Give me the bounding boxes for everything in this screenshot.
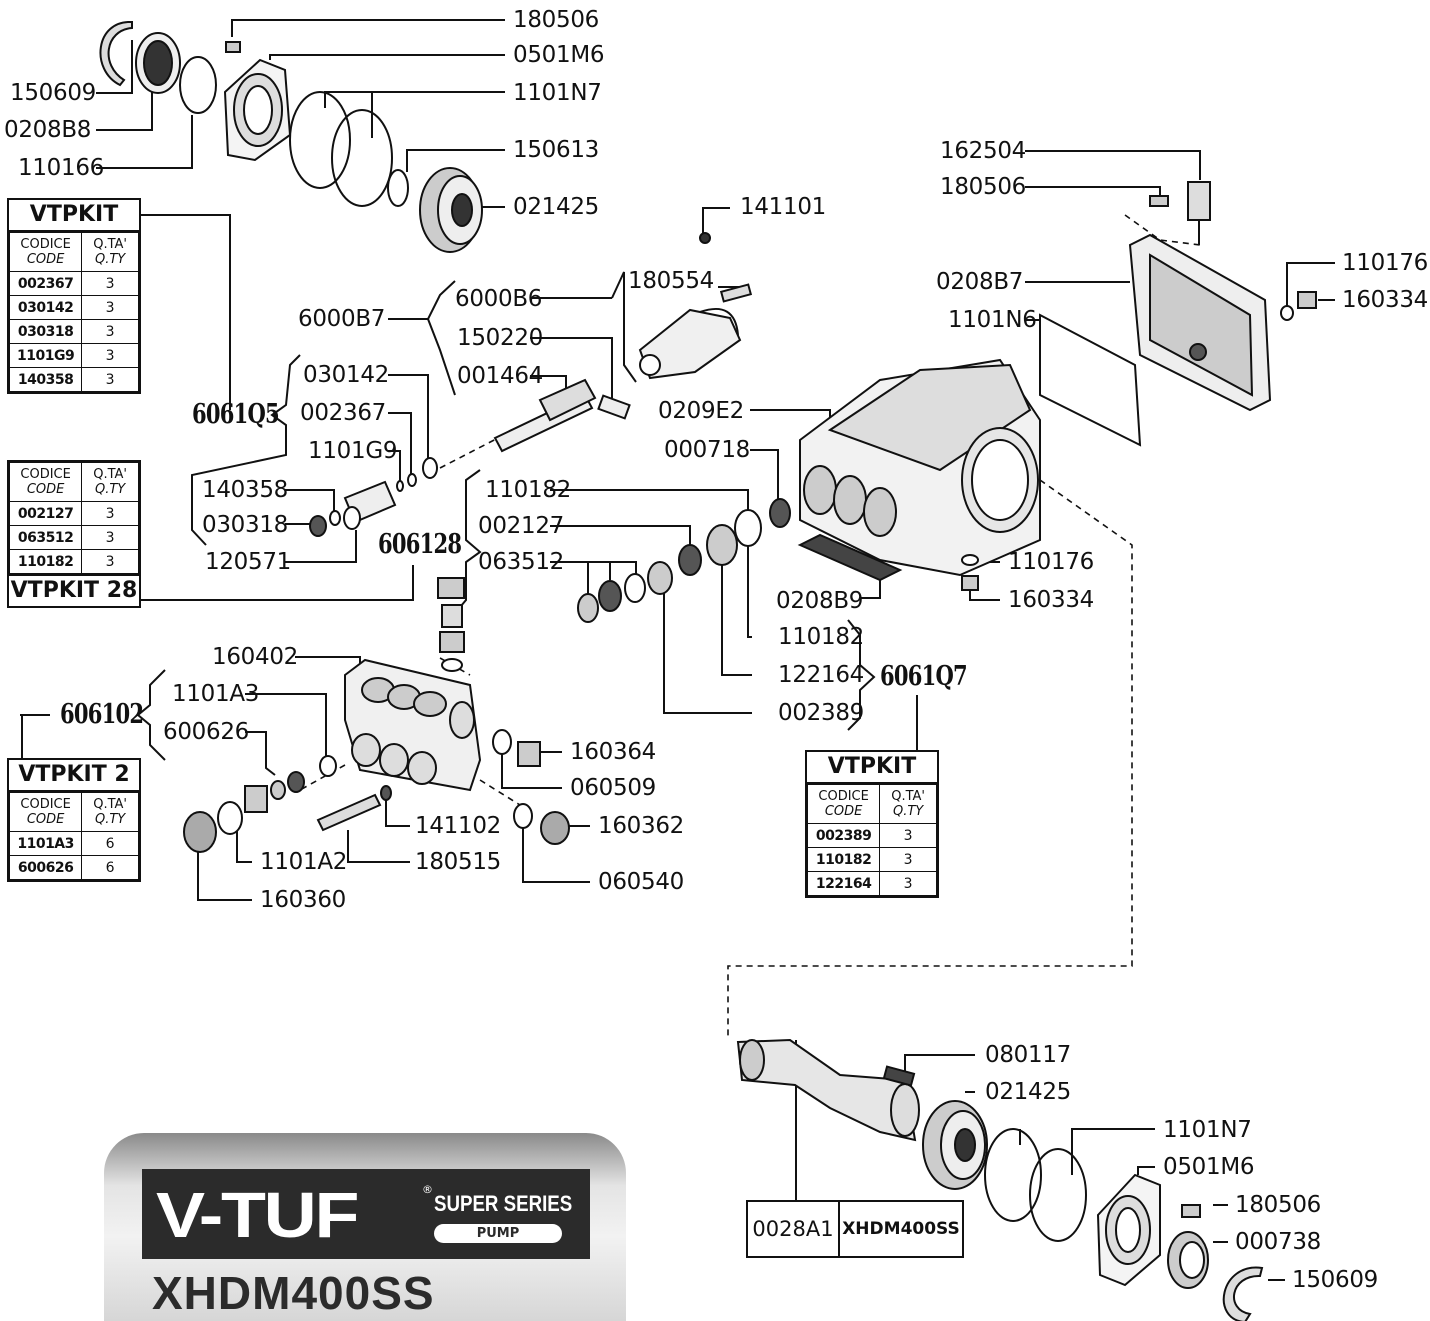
kit-header-qty: Q.TA'Q.TY xyxy=(81,462,139,502)
logo-series-text: SUPER SERIES xyxy=(434,1191,573,1216)
logo-brand-text: V-TUF xyxy=(156,1179,359,1251)
part-label: 180554 xyxy=(628,268,714,294)
part-label: 180506 xyxy=(1235,1192,1321,1218)
part-label: 180515 xyxy=(415,849,501,875)
group-label: 6061Q7 xyxy=(880,661,968,692)
part-label: 063512 xyxy=(478,549,564,575)
part-label: 1101N7 xyxy=(513,80,602,106)
registered-mark: ® xyxy=(422,1183,433,1196)
part-label: 150613 xyxy=(513,137,599,163)
part-label: 110182 xyxy=(778,624,864,650)
part-label: 150609 xyxy=(10,80,96,106)
part-label: 110176 xyxy=(1008,549,1094,575)
part-label: 122164 xyxy=(778,662,864,688)
part-label: 160364 xyxy=(570,739,656,765)
part-label: 160360 xyxy=(260,887,346,913)
part-label: 001464 xyxy=(457,363,543,389)
part-label: 1101N6 xyxy=(948,307,1037,333)
kit-title: VTPKIT 28 xyxy=(9,574,139,606)
part-label: 1101G9 xyxy=(308,438,398,464)
part-label: 140358 xyxy=(202,477,288,503)
part-label: 160362 xyxy=(598,813,684,839)
part-label: 002367 xyxy=(300,400,386,426)
part-label: 000718 xyxy=(664,437,750,463)
part-label: 600626 xyxy=(163,719,249,745)
part-label: 002127 xyxy=(478,513,564,539)
group-label: 606102 xyxy=(60,699,144,730)
part-label: 180506 xyxy=(513,7,599,33)
part-label: 002389 xyxy=(778,700,864,726)
crankshaft-model: XHDM400SS xyxy=(842,1219,960,1239)
brand-logo: V-TUF ® SUPER SERIES PUMP XHDM400SS xyxy=(104,1133,626,1321)
part-label: 141102 xyxy=(415,813,501,839)
part-label: 021425 xyxy=(985,1079,1071,1105)
group-label: 606128 xyxy=(378,529,462,560)
part-label: 110166 xyxy=(18,155,104,181)
part-label: 160334 xyxy=(1342,287,1428,313)
part-label: 6000B7 xyxy=(298,306,386,332)
part-label: 030142 xyxy=(303,362,389,388)
part-label: 180506 xyxy=(940,174,1026,200)
part-label: 1101N7 xyxy=(1163,1117,1252,1143)
part-label: 0208B8 xyxy=(4,117,92,143)
part-label: 0208B9 xyxy=(776,588,864,614)
part-label: 150220 xyxy=(457,325,543,351)
part-label: 150609 xyxy=(1292,1267,1378,1293)
kit-title: VTPKIT 2 xyxy=(9,760,139,792)
part-label: 110176 xyxy=(1342,250,1428,276)
part-label: 0209E2 xyxy=(658,398,744,424)
kit-title: VTPKIT 206 xyxy=(9,200,139,232)
logo-band xyxy=(142,1169,590,1259)
part-label: 0208B7 xyxy=(936,269,1024,295)
part-label: 162504 xyxy=(940,138,1026,164)
part-label: 0501M6 xyxy=(1163,1154,1255,1180)
part-label: 1101A3 xyxy=(172,681,260,707)
kit-title: VTPKIT 208 xyxy=(807,752,937,784)
part-label: 6000B6 xyxy=(455,286,543,312)
part-label: 060509 xyxy=(570,775,656,801)
group-label: 6061Q5 xyxy=(192,399,280,430)
part-label: 1101A2 xyxy=(260,849,348,875)
model-name: XHDM400SS xyxy=(152,1267,435,1319)
kit-header-qty: Q.TA'Q.TY xyxy=(81,232,139,272)
part-label: 021425 xyxy=(513,194,599,220)
kit-header-qty: Q.TA'Q.TY xyxy=(879,784,937,824)
crankshaft-code-box: 0028A1 XHDM400SS xyxy=(746,1200,964,1258)
part-label: 160402 xyxy=(212,644,298,670)
part-label: 110182 xyxy=(485,477,571,503)
part-label: 030318 xyxy=(202,512,288,538)
part-label: 141101 xyxy=(740,194,826,220)
logo-pump-pill: PUMP xyxy=(434,1224,562,1243)
part-label: 120571 xyxy=(205,549,291,575)
part-label: 0501M6 xyxy=(513,42,605,68)
part-label: 060540 xyxy=(598,869,684,895)
crankshaft-code: 0028A1 xyxy=(748,1202,840,1256)
part-label: 000738 xyxy=(1235,1229,1321,1255)
kit-header-qty: Q.TA'Q.TY xyxy=(81,792,139,832)
part-label: 080117 xyxy=(985,1042,1071,1068)
part-label: 160334 xyxy=(1008,587,1094,613)
